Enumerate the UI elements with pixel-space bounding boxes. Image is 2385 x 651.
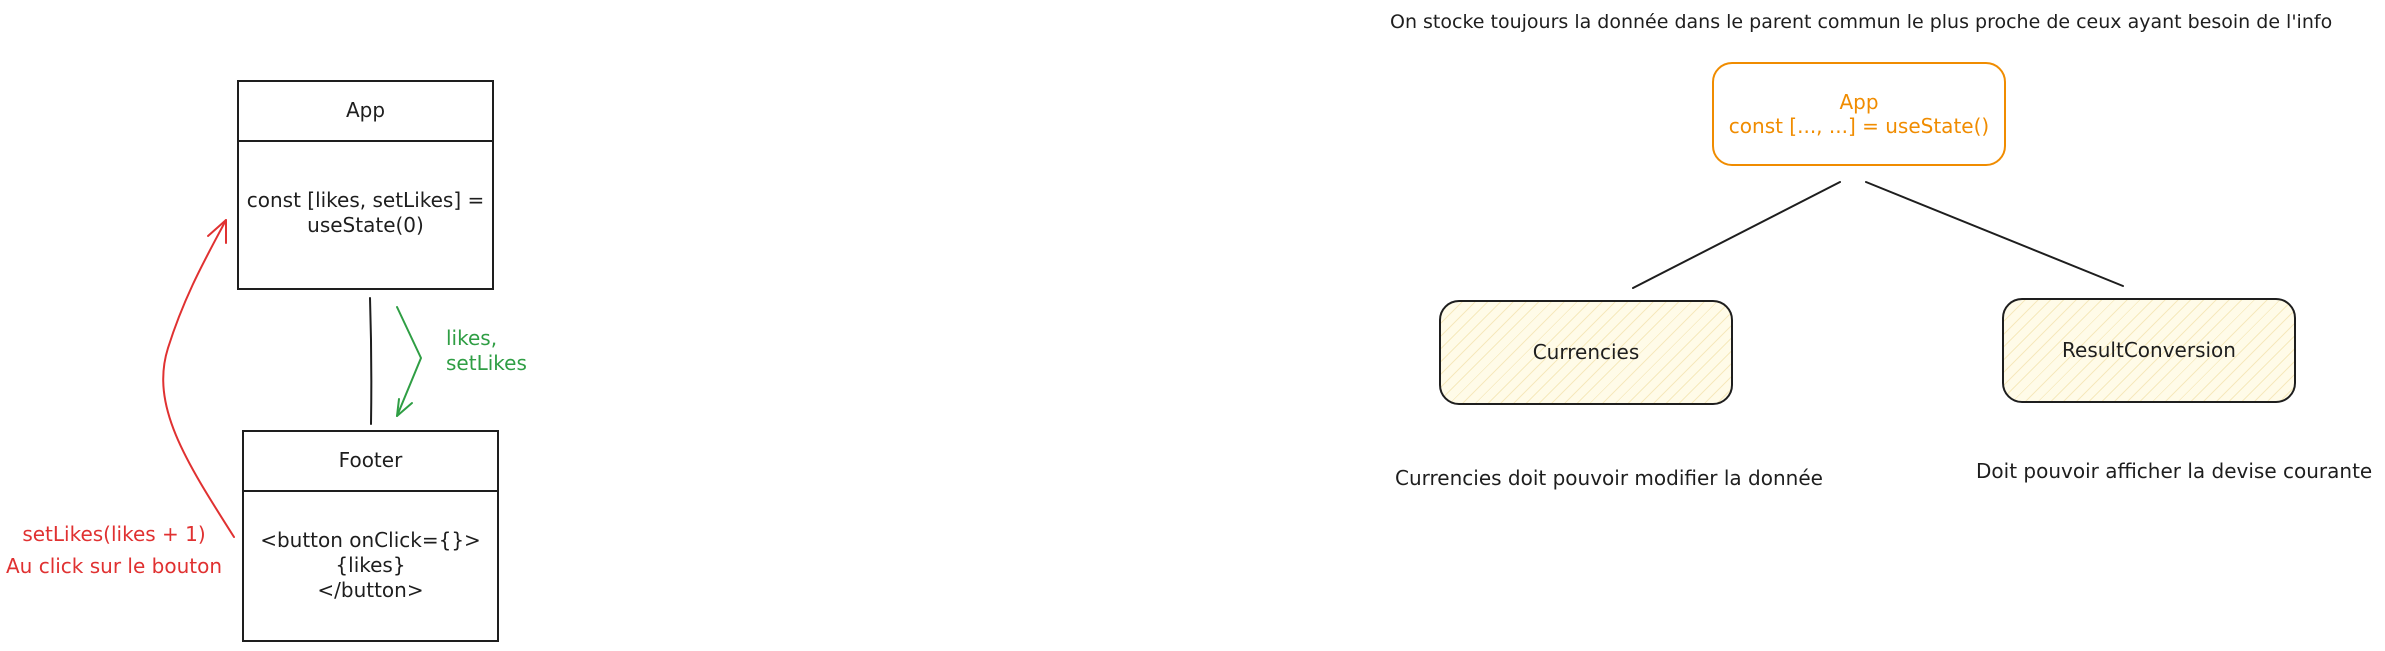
- state-placement-caption: On stocke toujours la donnée dans le par…: [1390, 11, 2333, 33]
- callback-label-line1: setLikes(likes + 1): [22, 522, 206, 546]
- app-node: [1712, 62, 2006, 166]
- props-arrow-head: [396, 398, 413, 417]
- footer-box-code-line1: <button onClick={}>: [260, 528, 481, 552]
- app-currencies-link: [1632, 181, 1841, 289]
- currencies-node: [1439, 300, 1733, 405]
- app-box-code-line1: const [likes, setLikes] =: [246, 188, 485, 212]
- app-box-body: [237, 140, 494, 290]
- footer-box-title: Footer: [338, 448, 403, 472]
- app-box-code-line2: useState(0): [307, 213, 424, 237]
- callback-arrow: [162, 219, 235, 538]
- footer-box-header: [242, 430, 499, 492]
- app-node-title: App: [1839, 90, 1879, 114]
- callback-label-line2: Au click sur le bouton: [5, 554, 222, 578]
- app-result-link: [1865, 181, 2124, 287]
- callback-arrow-head: [207, 219, 227, 244]
- props-label-line1: likes,: [446, 326, 498, 350]
- currencies-node-label: Currencies: [1532, 340, 1640, 364]
- props-label-line2: setLikes: [446, 351, 527, 375]
- footer-box-body: [242, 490, 499, 642]
- app-box-header: [237, 80, 494, 142]
- app-footer-link: [369, 297, 373, 425]
- app-box-title: App: [345, 98, 386, 122]
- app-node-code: const [..., ...] = useState(): [1728, 114, 1990, 138]
- footer-box-code-line2: {likes}: [335, 553, 406, 577]
- props-arrow: [396, 306, 422, 417]
- result-conversion-node: [2002, 298, 2296, 403]
- footer-box-code-line3: </button>: [317, 578, 424, 602]
- result-conversion-node-label: ResultConversion: [2062, 338, 2236, 362]
- result-conversion-note: Doit pouvoir afficher la devise courante: [1976, 459, 2373, 483]
- currencies-note: Currencies doit pouvoir modifier la donn…: [1395, 466, 1823, 490]
